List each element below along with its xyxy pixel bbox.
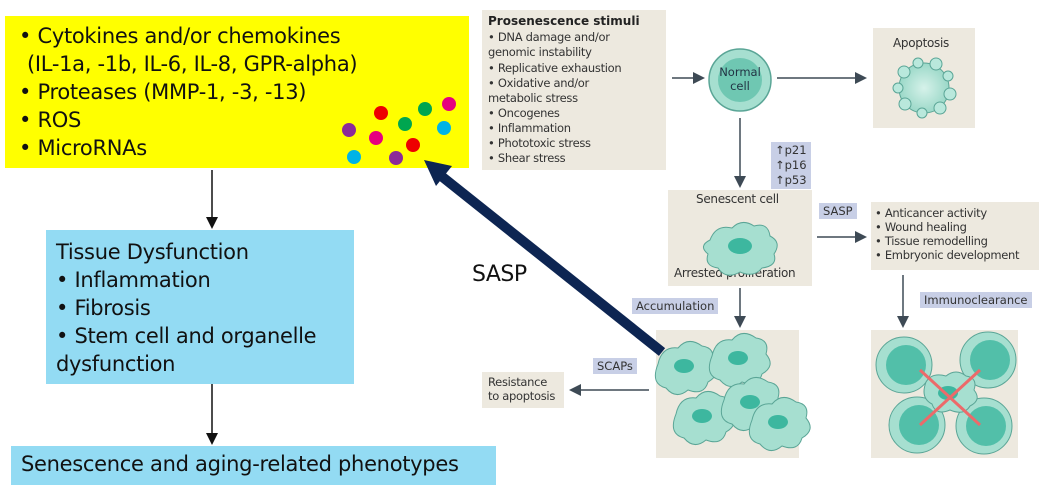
molecule-dot <box>347 150 361 164</box>
outcomes-box: • Anticancer activity • Wound healing • … <box>871 202 1039 270</box>
stimuli-title: Prosenescence stimuli <box>488 14 640 28</box>
cell-nucleus <box>768 415 788 429</box>
marker-p16: ↑p16 <box>775 158 807 172</box>
tissue-dysfunction-title: Tissue Dysfunction <box>56 240 249 264</box>
phenotypes-label: Senescence and aging-related phenotypes <box>21 452 459 476</box>
resistance-label: to apoptosis <box>488 389 556 403</box>
markers-callout: ↑p21 ↑p16 ↑p53 <box>771 142 811 189</box>
cell-nucleus <box>740 395 760 409</box>
prosenescence-stimuli-box: Prosenescence stimuli • DNA damage and/o… <box>482 10 666 170</box>
stimuli-item: • Phototoxic stress <box>488 136 591 150</box>
resistance-label: Resistance <box>488 375 547 389</box>
senescent-cell-label: Senescent cell <box>696 192 779 206</box>
normal-cell-label-line: Normal <box>719 65 761 79</box>
cell-nucleus <box>728 351 748 365</box>
molecule-dot <box>389 151 403 165</box>
sasp-arrow-label: SASP <box>472 262 527 287</box>
molecule-dot <box>437 121 451 135</box>
apoptotic-cell-icon <box>892 57 957 119</box>
outcome-item: • Anticancer activity <box>875 206 987 220</box>
molecule-dot <box>406 138 420 152</box>
sasp-factor-line: • MicroRNAs <box>19 136 147 160</box>
stimuli-item: genomic instability <box>488 45 592 59</box>
sasp-arrowhead-icon <box>424 160 452 186</box>
outcome-item: • Wound healing <box>875 220 967 234</box>
normal-cell-label: Normal cell <box>718 65 762 93</box>
outcome-item: • Embryonic development <box>875 248 1020 262</box>
senescent-cell-icon <box>703 222 778 276</box>
accumulation-callout: Accumulation <box>632 298 719 314</box>
immune-clearance-graphic <box>875 331 1017 455</box>
molecule-dot <box>418 102 432 116</box>
marker-p21: ↑p21 <box>775 143 807 157</box>
sasp-factor-line: • Cytokines and/or chemokines <box>19 24 341 48</box>
tissue-dysfunction-item: • Inflammation <box>56 268 211 292</box>
sasp-factor-line: • Proteases (MMP-1, -3, -13) <box>19 80 307 104</box>
stimuli-item: metabolic stress <box>488 91 578 105</box>
sasp-factor-line: • ROS <box>19 108 82 132</box>
tissue-dysfunction-item: • Fibrosis <box>56 296 151 320</box>
stimuli-item: • DNA damage and/or <box>488 30 610 44</box>
sasp-molecule-dots <box>342 97 456 165</box>
phenotypes-box: Senescence and aging-related phenotypes <box>11 446 496 485</box>
molecule-dot <box>342 123 356 137</box>
apoptosis-label: Apoptosis <box>893 36 949 50</box>
tissue-dysfunction-item: • Stem cell and organelle <box>56 324 317 348</box>
resistance-box: Resistance to apoptosis <box>482 372 564 408</box>
stimuli-item: • Oncogenes <box>488 106 560 120</box>
stimuli-item: • Shear stress <box>488 151 566 165</box>
stimuli-item: • Replicative exhaustion <box>488 61 622 75</box>
stimuli-item: • Inflammation <box>488 121 571 135</box>
scaps-callout: SCAPs <box>593 358 637 374</box>
sasp-factors-box: • Cytokines and/or chemokines (IL-1a, -1… <box>5 16 469 168</box>
tissue-dysfunction-item: dysfunction <box>56 352 176 376</box>
tissue-dysfunction-box: Tissue Dysfunction • Inflammation • Fibr… <box>46 230 354 384</box>
sasp-factor-line: (IL-1a, -1b, IL-6, IL-8, GPR-alpha) <box>27 52 358 76</box>
normal-cell-label-line: cell <box>730 79 750 93</box>
cell-nucleus <box>674 359 694 373</box>
molecule-dot <box>442 97 456 111</box>
immunoclearance-callout: Immunoclearance <box>920 292 1032 308</box>
sasp-feedback-arrow <box>436 171 666 356</box>
stimuli-item: • Oxidative and/or <box>488 76 589 90</box>
molecule-dot <box>369 131 383 145</box>
normal-cell-nucleus <box>718 58 762 102</box>
outcome-item: • Tissue remodelling <box>875 234 988 248</box>
accumulated-senescent-cells <box>654 333 811 451</box>
molecule-dot <box>398 117 412 131</box>
marker-p53: ↑p53 <box>775 173 807 187</box>
sasp-callout: SASP <box>819 203 857 219</box>
cell-nucleus <box>692 409 712 423</box>
molecule-dot <box>374 106 388 120</box>
